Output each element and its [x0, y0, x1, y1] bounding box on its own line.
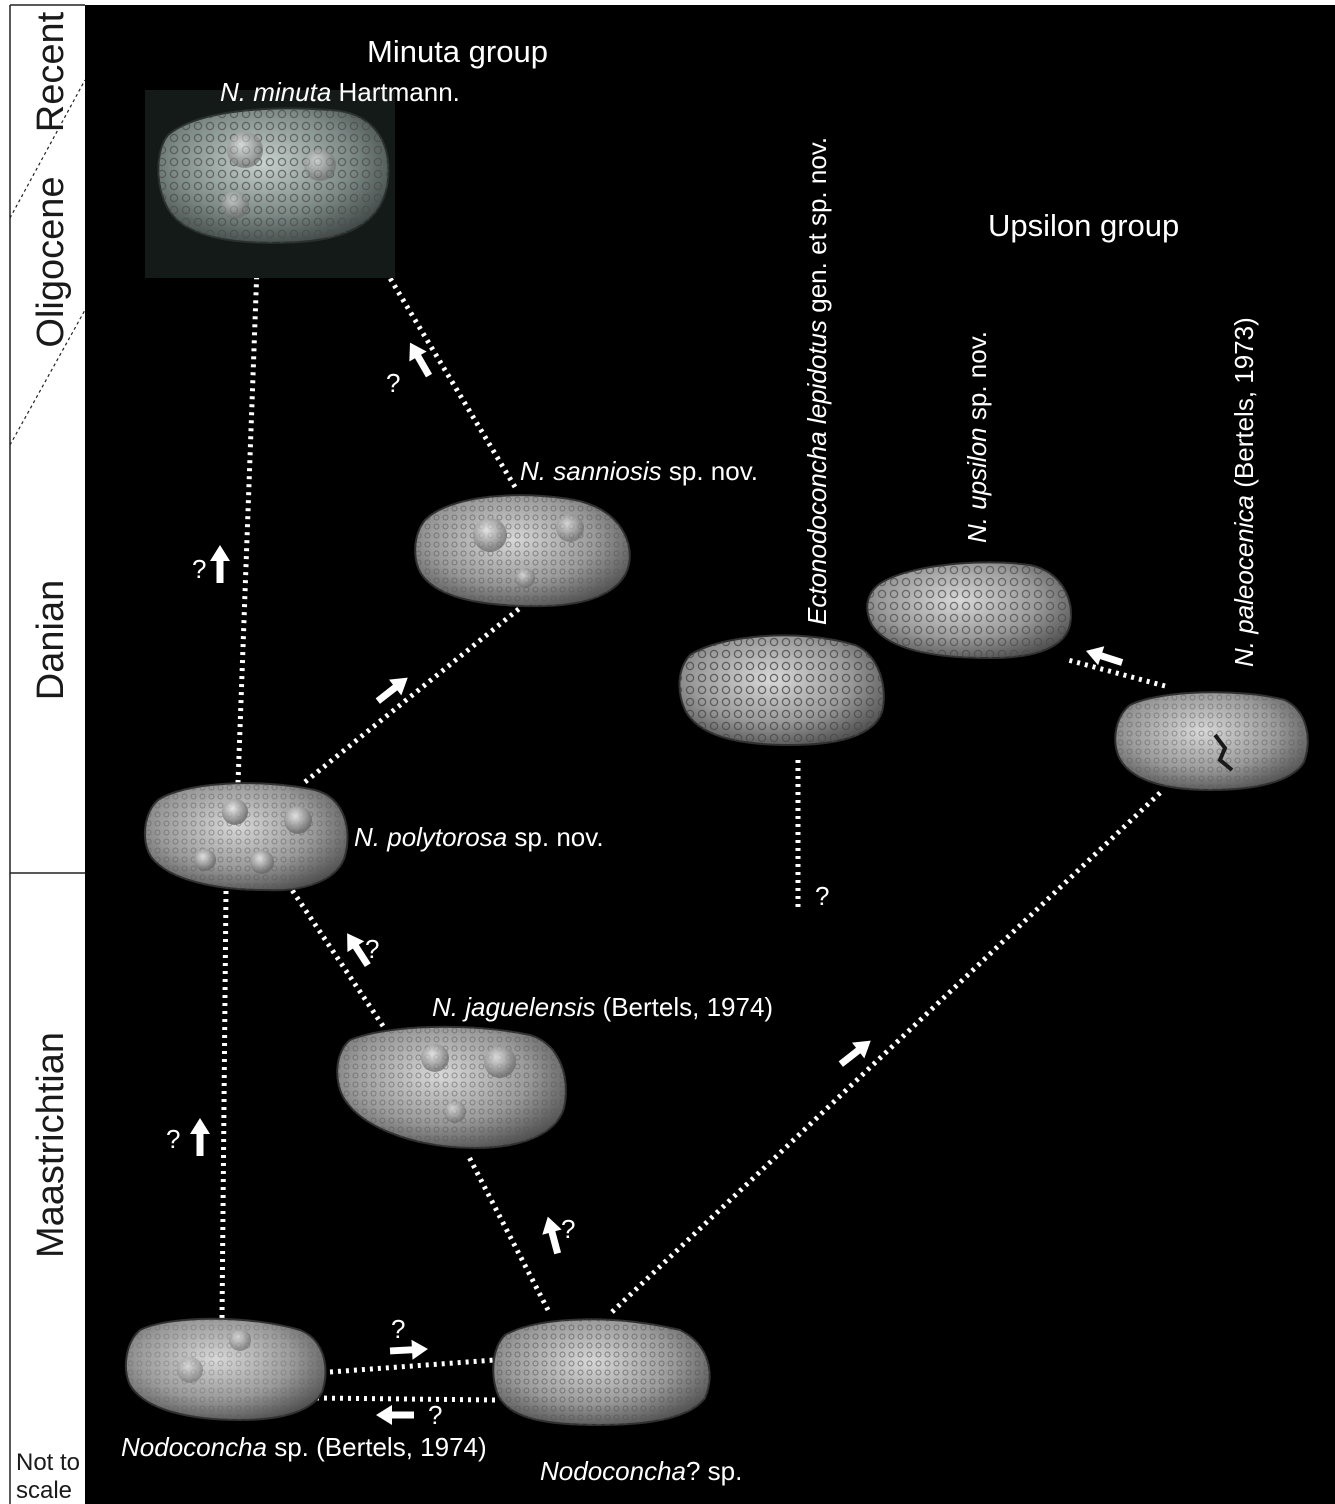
specimen-upsilon — [867, 562, 1071, 658]
era-maastrichtian: Maastrichtian — [30, 1032, 72, 1258]
label-paleocenica: N. paleocenica (Bertels, 1973) — [1229, 317, 1259, 667]
uncertain-mark: ? — [166, 1124, 180, 1154]
uncertain-mark: ? — [815, 881, 829, 911]
label-upsilon: N. upsilon sp. nov. — [962, 331, 992, 543]
label-nodoconcha-sp: Nodoconcha sp. (Bertels, 1974) — [121, 1432, 487, 1462]
specimen-sanniosis — [415, 495, 630, 606]
specimen-nodoconcha-sp — [126, 1319, 326, 1420]
minuta-group-heading: Minuta group — [367, 34, 548, 69]
era-danian: Danian — [30, 580, 72, 700]
specimen-polytorosa — [145, 783, 348, 890]
uncertain-mark: ? — [391, 1314, 405, 1344]
uncertain-mark: ? — [386, 368, 400, 398]
specimen-nodoconcha-q-sp — [493, 1319, 709, 1425]
scale-note-line2: scale — [16, 1477, 72, 1504]
specimen-minuta — [145, 90, 395, 278]
specimen-ectonodoconcha — [679, 635, 883, 745]
uncertain-mark: ? — [561, 1214, 575, 1244]
label-sanniosis: N. sanniosis sp. nov. — [520, 456, 758, 486]
specimen-paleocenica — [1115, 692, 1307, 790]
era-recent: Recent — [30, 11, 72, 132]
era-oligocene: Oligocene — [30, 176, 72, 347]
uncertain-mark: ? — [365, 934, 379, 964]
scale-note-line1: Not to — [16, 1449, 80, 1476]
uncertain-mark: ? — [428, 1400, 442, 1430]
uncertain-mark: ? — [192, 554, 206, 584]
label-polytorosa: N. polytorosa sp. nov. — [354, 822, 604, 852]
label-ectonodoconcha: Ectonodoconcha lepidotus gen. et sp. nov… — [802, 137, 832, 625]
upsilon-group-heading: Upsilon group — [988, 208, 1179, 243]
label-minuta: N. minuta Hartmann. — [220, 77, 460, 107]
label-nodoconcha-q-sp: Nodoconcha? sp. — [540, 1456, 742, 1486]
label-jaguelensis: N. jaguelensis (Bertels, 1974) — [432, 992, 773, 1022]
